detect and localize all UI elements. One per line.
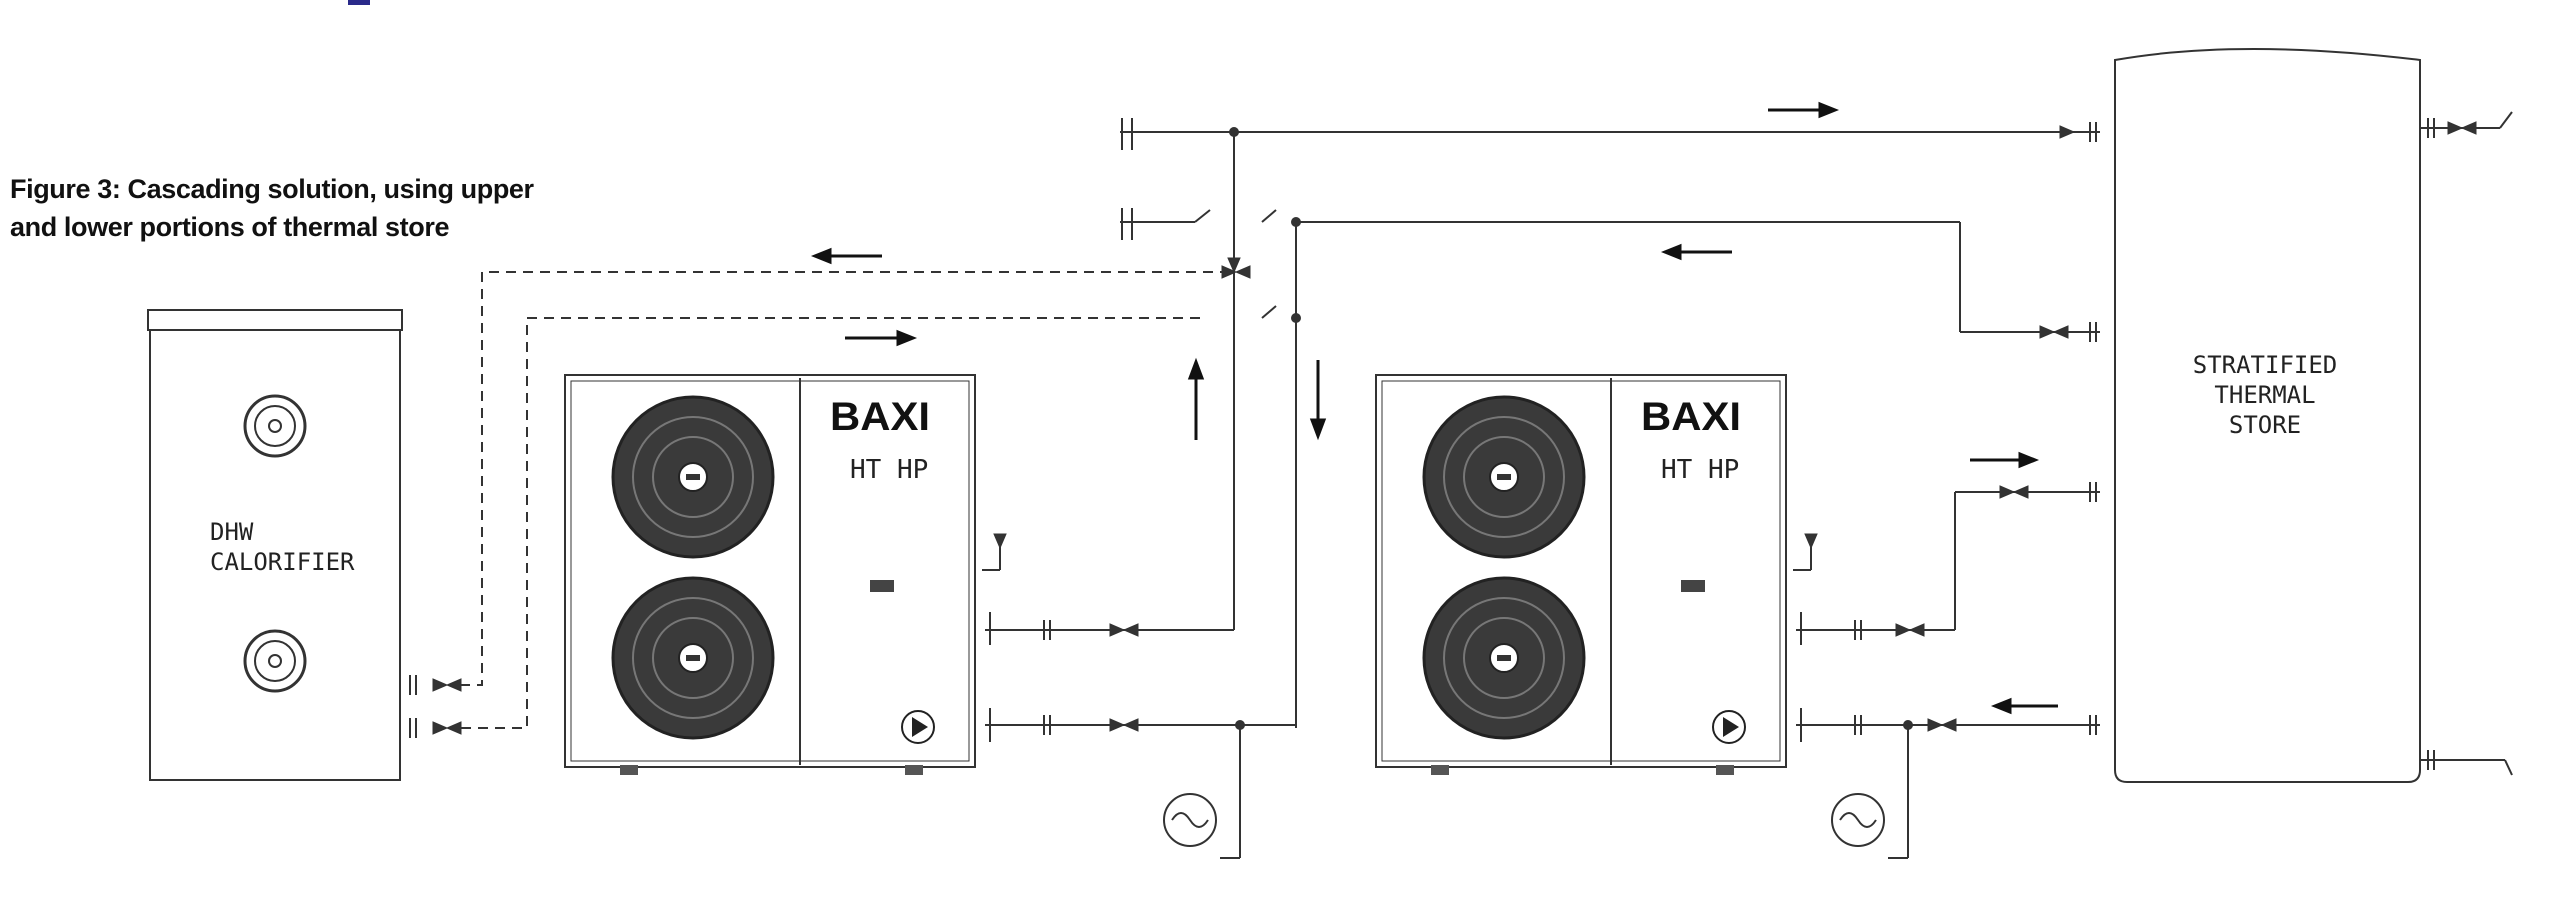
junctions (1229, 127, 1913, 730)
pipework (455, 111, 2513, 859)
flow-arrows (810, 101, 2058, 715)
expansion-vessels (1163, 793, 1885, 847)
dhw-calorifier: DHW CALORIFIER (147, 309, 403, 781)
heat-pump-2: BAXI HT HP (1375, 374, 1787, 775)
fan-lower-2 (1422, 576, 1586, 740)
accent-mark (348, 0, 370, 5)
thermal-store-label-line1: STRATIFIED (2193, 351, 2338, 379)
calorifier-label-line2: CALORIFIER (210, 548, 355, 576)
heat-pump-2-brand: BAXI (1641, 395, 1741, 439)
heat-pump-1-brand: BAXI (830, 395, 930, 439)
fan-upper-2 (1422, 395, 1586, 559)
heat-pump-2-model: HT HP (1661, 455, 1739, 485)
heat-pump-1-model: HT HP (850, 455, 928, 485)
valves (432, 121, 2477, 735)
heat-pump-1-display (870, 580, 894, 592)
heat-pump-2-display (1681, 580, 1705, 592)
calorifier-label-line1: DHW (210, 518, 254, 546)
thermal-store-label-line3: STORE (2229, 411, 2301, 439)
figure-caption-line2: and lower portions of thermal store (10, 212, 450, 242)
fan-upper-1 (611, 395, 775, 559)
thermal-store-label-line2: THERMAL (2214, 381, 2315, 409)
figure-caption-line1: Figure 3: Cascading solution, using uppe… (10, 174, 534, 204)
thermal-store: STRATIFIED THERMAL STORE (2114, 48, 2421, 783)
fan-lower-1 (611, 576, 775, 740)
figure-caption: Figure 3: Cascading solution, using uppe… (10, 170, 590, 246)
heat-pump-1: BAXI HT HP (564, 374, 976, 775)
pipe-connectors (409, 118, 2435, 770)
